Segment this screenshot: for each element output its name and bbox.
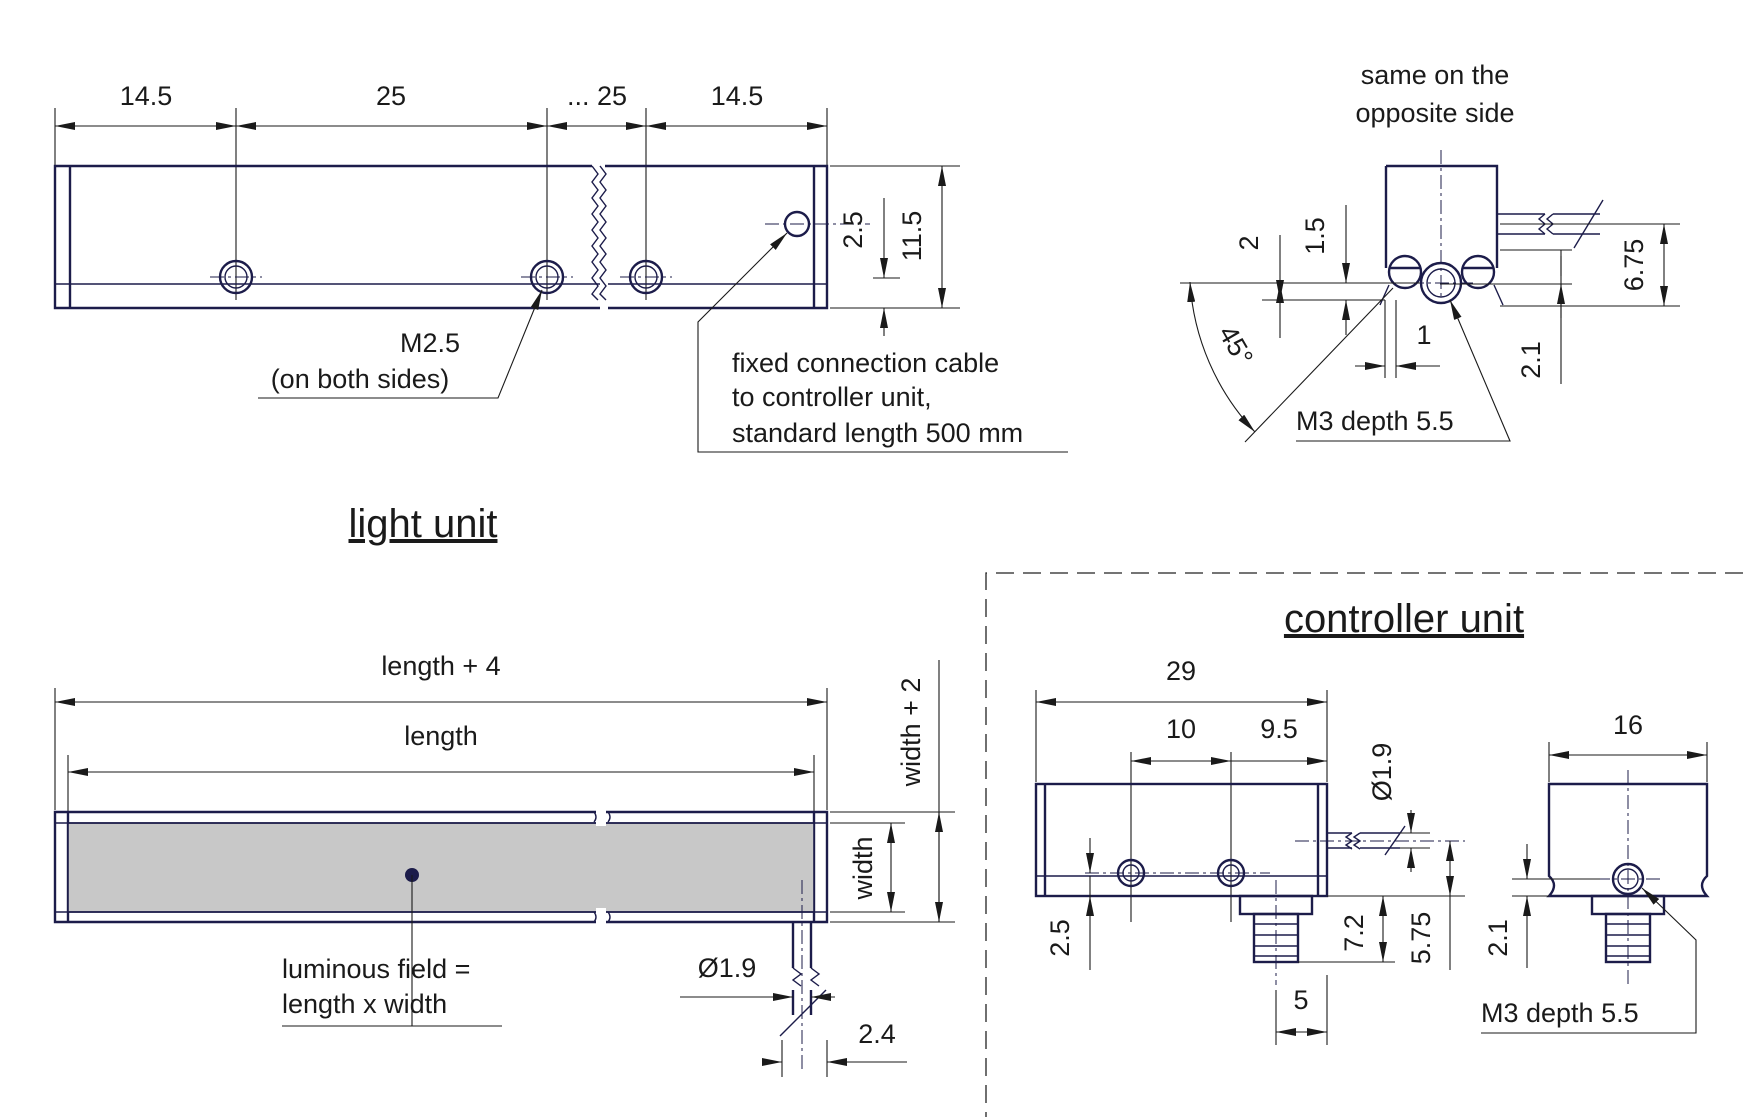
controller-side-view — [1481, 742, 1710, 1034]
controller-front-view — [1034, 690, 1465, 1045]
dim-angle-45: 45° — [1213, 320, 1259, 370]
controller-frame — [985, 572, 1743, 1117]
dim-cable-offset: 2.5 — [838, 211, 868, 249]
cable-note-line3: standard length 500 mm — [732, 418, 1023, 448]
dim-2-1-side: 2.1 — [1483, 919, 1513, 957]
dim-29: 29 — [1166, 656, 1196, 686]
cable-note-line2: to controller unit, — [732, 382, 932, 412]
dim-2-1-end: 2.1 — [1516, 341, 1546, 379]
dim-cable-dia-light: Ø1.9 — [698, 953, 757, 983]
end-thread-note: M3 depth 5.5 — [1296, 406, 1454, 436]
light-unit-top-view: 2.5 11.5 — [53, 108, 1068, 453]
dim-pitch: 25 — [376, 81, 406, 111]
dim-left-margin: 14.5 — [120, 81, 173, 111]
title-controller-unit: controller unit — [1284, 597, 1524, 641]
field-note-line1: luminous field = — [282, 954, 470, 984]
dim-5-75: 5.75 — [1406, 912, 1436, 965]
light-unit-front-view — [53, 660, 955, 1077]
light-unit-end-view — [1180, 150, 1680, 443]
dim-1: 1 — [1416, 320, 1431, 350]
dim-length: length — [404, 721, 478, 751]
dim-16: 16 — [1613, 710, 1643, 740]
side-thread-note: M3 depth 5.5 — [1481, 998, 1639, 1028]
dim-1-5: 1.5 — [1300, 217, 1330, 255]
field-note-line2: length x width — [282, 989, 447, 1019]
dim-9-5: 9.5 — [1260, 714, 1298, 744]
dim-cable-dia-controller: Ø1.9 — [1367, 743, 1397, 802]
title-light-unit: light unit — [349, 502, 498, 546]
thread-note-line2: (on both sides) — [271, 364, 450, 394]
dim-6-75: 6.75 — [1619, 239, 1649, 292]
dim-pitch-repeat: ... 25 — [567, 81, 627, 111]
dim-total-width: width + 2 — [896, 678, 926, 788]
cable-note-line1: fixed connection cable — [732, 348, 999, 378]
dim-10: 10 — [1166, 714, 1196, 744]
thread-note-line1: M2.5 — [400, 328, 460, 358]
dim-total-length: length + 4 — [381, 651, 500, 681]
end-note-line1: same on the — [1361, 60, 1510, 90]
dim-right-margin: 14.5 — [711, 81, 764, 111]
dim-7-2: 7.2 — [1339, 914, 1369, 952]
dim-5: 5 — [1293, 985, 1308, 1015]
dim-2-5-controller: 2.5 — [1045, 919, 1075, 957]
dim-2: 2 — [1234, 235, 1264, 250]
dim-height: 11.5 — [897, 211, 927, 262]
end-note-line2: opposite side — [1355, 98, 1514, 128]
dim-cable-offset-light: 2.4 — [858, 1019, 896, 1049]
dim-width: width — [848, 836, 878, 900]
